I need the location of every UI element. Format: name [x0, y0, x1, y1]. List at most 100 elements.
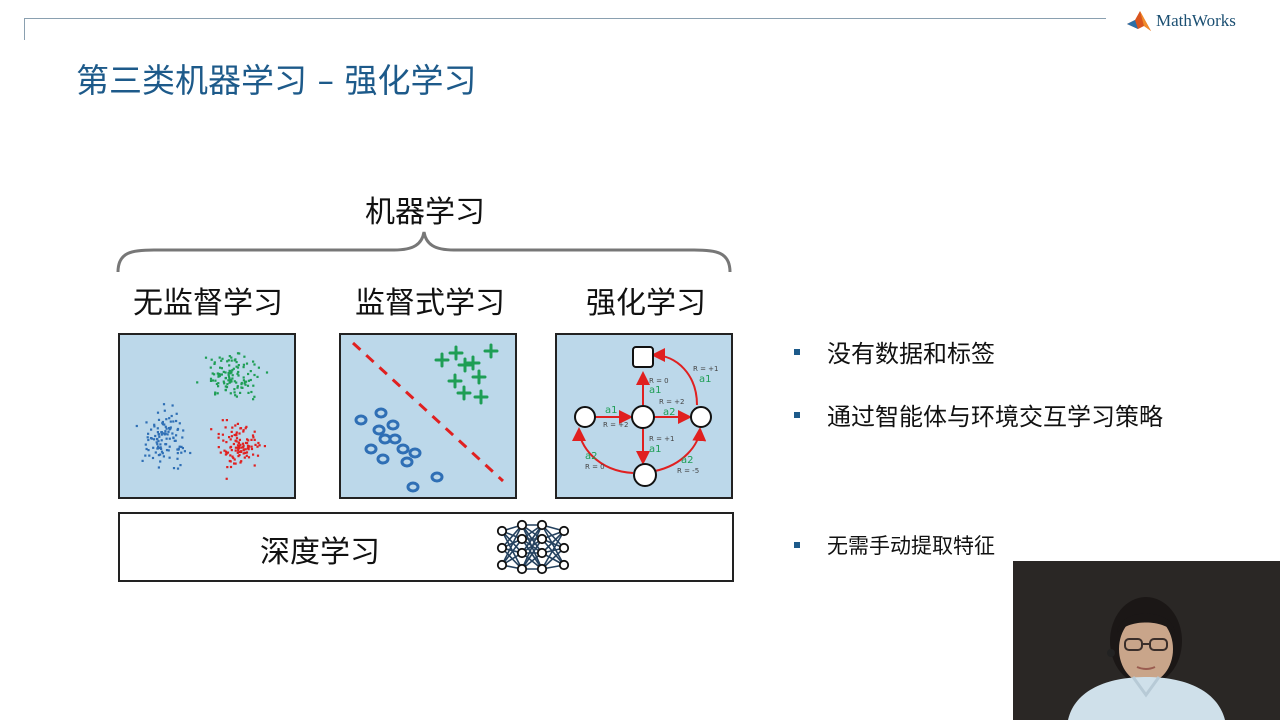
- scatter-point: [164, 425, 167, 428]
- scatter-point: [168, 445, 171, 448]
- scatter-point: [165, 437, 168, 440]
- scatter-point: [250, 447, 254, 451]
- scatter-point: [228, 369, 231, 372]
- brace-icon: [116, 231, 732, 273]
- scatter-point: [242, 446, 245, 449]
- scatter-point: [228, 377, 231, 380]
- scatter-point: [214, 379, 217, 382]
- bullet-item: 无需手动提取特征: [794, 530, 995, 560]
- scatter-point: [220, 367, 223, 370]
- nn-node: [496, 542, 508, 554]
- scatter-point: [230, 430, 233, 433]
- scatter-point: [233, 391, 236, 394]
- scatter-point: [228, 355, 231, 358]
- scatter-point: [181, 436, 184, 439]
- scatter-point: [158, 435, 161, 438]
- deep-learning-label: 深度学习: [260, 535, 380, 570]
- scatter-point: [242, 444, 245, 447]
- bullet-marker: [794, 542, 800, 548]
- scatter-point: [238, 444, 241, 447]
- scatter-point: [217, 375, 220, 378]
- reward-label: R = +1: [649, 435, 675, 443]
- scatter-point: [242, 379, 245, 382]
- reward-label: R = +2: [659, 398, 685, 406]
- reward-label: R = 0: [585, 463, 605, 471]
- category-reinforcement: 强化学习: [586, 286, 706, 321]
- scatter-point: [238, 450, 241, 453]
- scatter-point: [220, 373, 223, 376]
- scatter-point: [257, 366, 260, 369]
- scatter-point: [247, 372, 250, 376]
- scatter-point: [224, 377, 227, 380]
- slide-title: 第三类机器学习 – 强化学习: [76, 61, 477, 100]
- scatter-point: [225, 441, 228, 444]
- supervised-panel: [339, 333, 517, 499]
- scatter-point: [243, 382, 246, 385]
- scatter-point: [159, 443, 162, 446]
- scatter-point: [242, 366, 245, 369]
- scatter-point: [176, 427, 180, 431]
- scatter-point: [226, 466, 229, 469]
- scatter-point: [213, 373, 216, 376]
- scatter-point: [235, 361, 238, 364]
- scatter-point: [233, 388, 236, 391]
- cluster-scatter: [135, 352, 269, 480]
- scatter-point: [159, 446, 162, 449]
- scatter-point: [151, 456, 155, 460]
- scatter-point: [253, 438, 256, 441]
- scatter-point: [182, 429, 185, 432]
- scatter-point: [155, 441, 158, 444]
- scatter-point: [229, 380, 232, 384]
- state-graph: a1 R = 0 R = +1 a1 a1 R = +2 R = +2 a2 R…: [572, 346, 719, 487]
- scatter-point: [222, 380, 225, 383]
- scatter-point: [162, 432, 165, 435]
- scatter-point: [156, 431, 159, 434]
- scatter-point: [244, 448, 247, 451]
- scatter-point: [256, 375, 259, 378]
- scatter-point: [236, 386, 239, 389]
- presenter-video: [1013, 561, 1280, 720]
- scatter-point: [156, 437, 159, 441]
- scatter-point: [236, 422, 239, 425]
- scatter-point: [252, 384, 255, 387]
- scatter-point: [219, 366, 222, 369]
- scatter-point: [229, 445, 233, 448]
- scatter-point: [220, 359, 223, 362]
- scatter-point: [156, 411, 160, 414]
- scatter-point: [244, 380, 247, 383]
- nn-node: [516, 563, 528, 575]
- scatter-point: [231, 426, 234, 429]
- scatter-point: [235, 433, 238, 436]
- scatter-point: [210, 428, 213, 431]
- scatter-point: [154, 451, 157, 454]
- scatter-point: [235, 365, 238, 368]
- scatter-point: [225, 477, 228, 480]
- scatter-point: [216, 372, 219, 375]
- scatter-point: [160, 433, 163, 436]
- bullet-text: 没有数据和标签: [827, 340, 995, 368]
- scatter-point: [214, 391, 217, 394]
- scatter-point: [240, 460, 243, 463]
- category-supervised: 监督式学习: [355, 286, 505, 321]
- scatter-point: [160, 431, 163, 434]
- scatter-point: [234, 446, 237, 449]
- scatter-point: [178, 445, 181, 448]
- scatter-point: [168, 427, 171, 430]
- scatter-point: [176, 448, 179, 451]
- nn-edge: [501, 538, 523, 566]
- scatter-point: [167, 449, 170, 452]
- scatter-point: [171, 404, 174, 407]
- scatter-point: [178, 422, 181, 425]
- scatter-point: [245, 451, 249, 454]
- state-node: [690, 406, 712, 428]
- scatter-point: [224, 389, 227, 392]
- scatter-point: [231, 369, 234, 372]
- scatter-point: [221, 419, 224, 422]
- scatter-point: [204, 356, 208, 359]
- scatter-point: [209, 377, 213, 380]
- scatter-point: [258, 444, 261, 447]
- scatter-point: [247, 391, 250, 394]
- scatter-point: [227, 373, 230, 376]
- scatter-point: [175, 434, 178, 437]
- scatter-point: [256, 454, 260, 457]
